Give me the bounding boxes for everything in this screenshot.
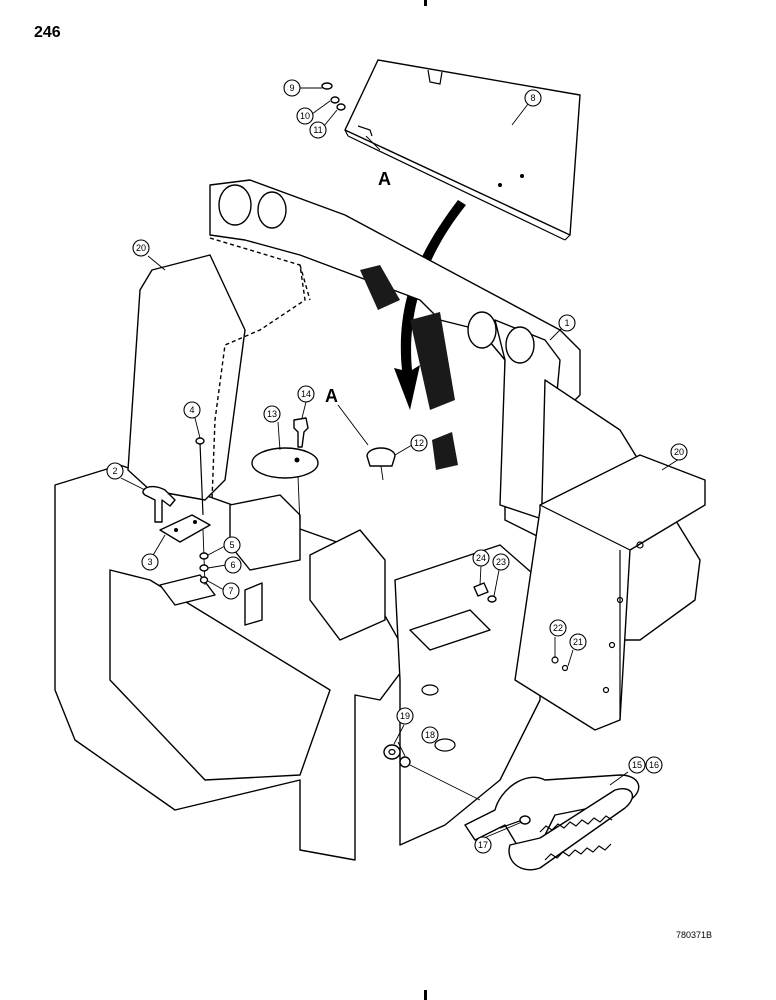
svg-text:14: 14 bbox=[301, 389, 311, 399]
callout-15: 15 bbox=[628, 756, 646, 774]
nut-24 bbox=[473, 582, 497, 603]
page-mark-top bbox=[424, 0, 427, 6]
callout-4: 4 bbox=[183, 401, 201, 419]
callout-19: 19 bbox=[396, 707, 414, 725]
callout-21: 21 bbox=[569, 633, 587, 651]
svg-text:10: 10 bbox=[300, 111, 310, 121]
svg-text:20: 20 bbox=[674, 447, 684, 457]
callout-16: 16 bbox=[645, 756, 663, 774]
svg-text:6: 6 bbox=[230, 560, 235, 570]
side-panel-right bbox=[514, 454, 706, 731]
callout-24: 24 bbox=[472, 549, 490, 567]
callout-2: 2 bbox=[106, 462, 124, 480]
reference-letter-a-top: A bbox=[378, 169, 391, 189]
svg-text:11: 11 bbox=[313, 125, 322, 135]
latch-assembly bbox=[142, 486, 211, 543]
svg-text:2: 2 bbox=[112, 466, 117, 476]
side-panel-left bbox=[127, 237, 311, 501]
cover-plate bbox=[344, 59, 581, 241]
svg-text:23: 23 bbox=[496, 557, 506, 567]
callout-20-right: 20 bbox=[670, 443, 688, 461]
svg-text:4: 4 bbox=[189, 405, 194, 415]
svg-text:15: 15 bbox=[632, 760, 642, 770]
callout-8: 8 bbox=[524, 89, 542, 107]
reference-letter-a-middle: A bbox=[325, 386, 338, 406]
svg-text:17: 17 bbox=[478, 840, 488, 850]
washers-5-6-7 bbox=[199, 552, 209, 584]
nuts-18-19 bbox=[383, 744, 481, 801]
screw-washers-9-11 bbox=[321, 82, 346, 111]
callout-23: 23 bbox=[492, 553, 510, 571]
callout-13: 13 bbox=[263, 405, 281, 423]
bolt-4 bbox=[195, 437, 206, 586]
svg-text:22: 22 bbox=[553, 623, 563, 633]
svg-text:18: 18 bbox=[425, 730, 435, 740]
bolt-14 bbox=[293, 417, 309, 448]
callout-14: 14 bbox=[297, 385, 315, 403]
callout-11: 11 bbox=[309, 121, 327, 139]
svg-text:13: 13 bbox=[267, 409, 277, 419]
callout-17: 17 bbox=[474, 836, 492, 854]
svg-text:20: 20 bbox=[136, 243, 146, 253]
svg-text:8: 8 bbox=[530, 93, 535, 103]
callout-9: 9 bbox=[283, 79, 301, 97]
step-assembly bbox=[464, 774, 640, 871]
svg-text:24: 24 bbox=[476, 553, 486, 563]
svg-text:19: 19 bbox=[400, 711, 410, 721]
svg-text:21: 21 bbox=[573, 637, 583, 647]
svg-text:5: 5 bbox=[229, 540, 234, 550]
callout-18: 18 bbox=[421, 726, 439, 744]
drawing-id: 780371B bbox=[676, 930, 713, 940]
page-number: 246 bbox=[34, 24, 61, 41]
curved-arrow bbox=[394, 200, 466, 410]
callout-5: 5 bbox=[223, 536, 241, 554]
callout-3: 3 bbox=[141, 553, 159, 571]
svg-text:1: 1 bbox=[564, 318, 569, 328]
callout-10: 10 bbox=[296, 107, 314, 125]
round-plate bbox=[251, 447, 319, 526]
callout-22: 22 bbox=[549, 619, 567, 637]
svg-text:12: 12 bbox=[414, 438, 424, 448]
plug-12 bbox=[366, 447, 396, 481]
callout-7: 7 bbox=[222, 582, 240, 600]
svg-text:3: 3 bbox=[147, 557, 152, 567]
callout-1: 1 bbox=[558, 314, 576, 332]
svg-text:7: 7 bbox=[228, 586, 233, 596]
svg-text:16: 16 bbox=[649, 760, 659, 770]
callout-12: 12 bbox=[410, 434, 428, 452]
callout-6: 6 bbox=[224, 556, 242, 574]
svg-text:9: 9 bbox=[289, 83, 294, 93]
callout-20-left: 20 bbox=[132, 239, 150, 257]
page-mark-bottom bbox=[424, 990, 427, 1000]
